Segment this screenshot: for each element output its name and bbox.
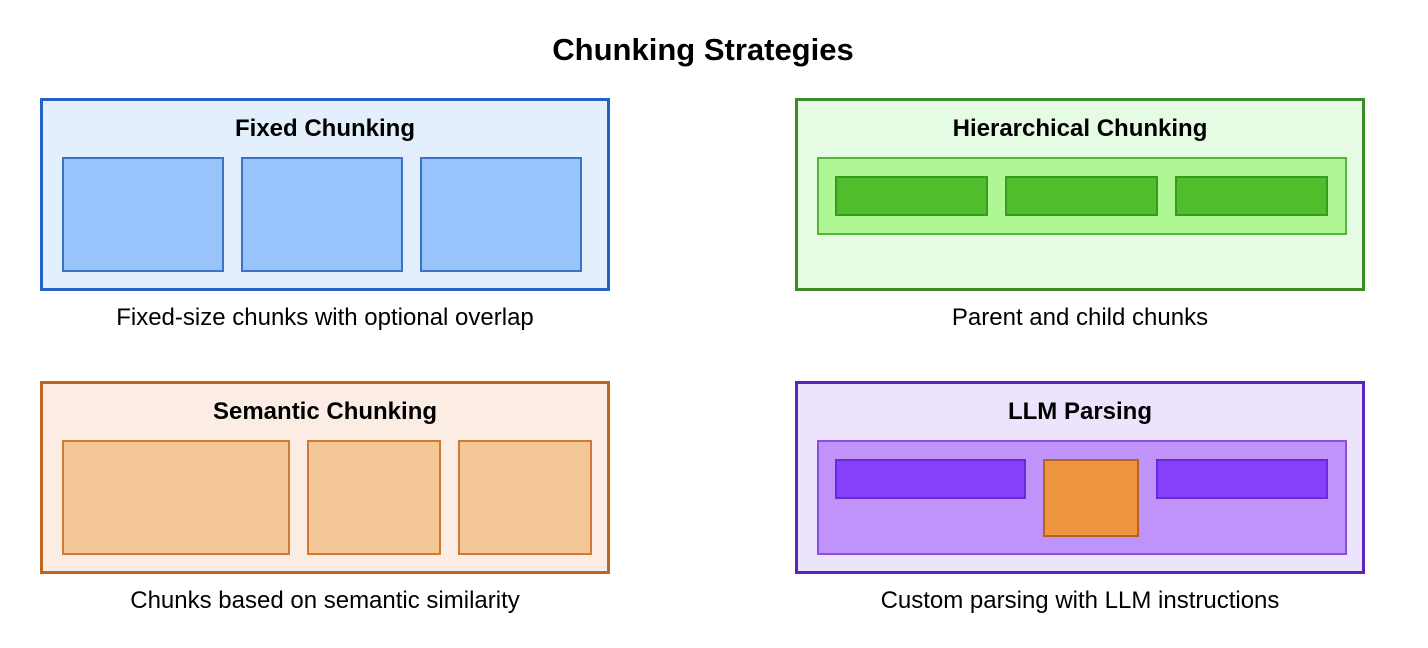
llm-parsing-panel: LLM Parsing xyxy=(795,381,1365,574)
hierarchical-chunking-panel: Hierarchical Chunking xyxy=(795,98,1365,291)
semantic-chunking-caption: Chunks based on semantic similarity xyxy=(130,587,520,614)
fixed-chunking-title: Fixed Chunking xyxy=(235,115,415,142)
diagram-title: Chunking Strategies xyxy=(552,32,854,67)
fixed-chunk-1 xyxy=(62,157,224,272)
llm-parsing-title: LLM Parsing xyxy=(1007,398,1152,425)
child-chunk-1 xyxy=(835,176,988,216)
llm-segment-2 xyxy=(1156,459,1328,499)
semantic-chunk-1 xyxy=(62,440,290,555)
llm-segment-1 xyxy=(835,459,1026,499)
child-chunk-2 xyxy=(1005,176,1158,216)
semantic-chunking-title: Semantic Chunking xyxy=(212,398,438,425)
llm-parsing-caption: Custom parsing with LLM instructions xyxy=(880,587,1280,614)
fixed-chunk-3 xyxy=(420,157,582,272)
fixed-chunk-2 xyxy=(241,157,403,272)
llm-highlighted-segment xyxy=(1043,459,1139,537)
hierarchical-chunking-title: Hierarchical Chunking xyxy=(952,115,1208,142)
semantic-chunk-2 xyxy=(307,440,441,555)
semantic-chunk-3 xyxy=(458,440,592,555)
fixed-chunking-caption: Fixed-size chunks with optional overlap xyxy=(116,304,534,331)
fixed-chunking-panel: Fixed Chunking xyxy=(40,98,610,291)
hierarchical-chunking-caption: Parent and child chunks xyxy=(951,304,1209,331)
semantic-chunking-panel: Semantic Chunking xyxy=(40,381,610,574)
child-chunk-3 xyxy=(1175,176,1328,216)
